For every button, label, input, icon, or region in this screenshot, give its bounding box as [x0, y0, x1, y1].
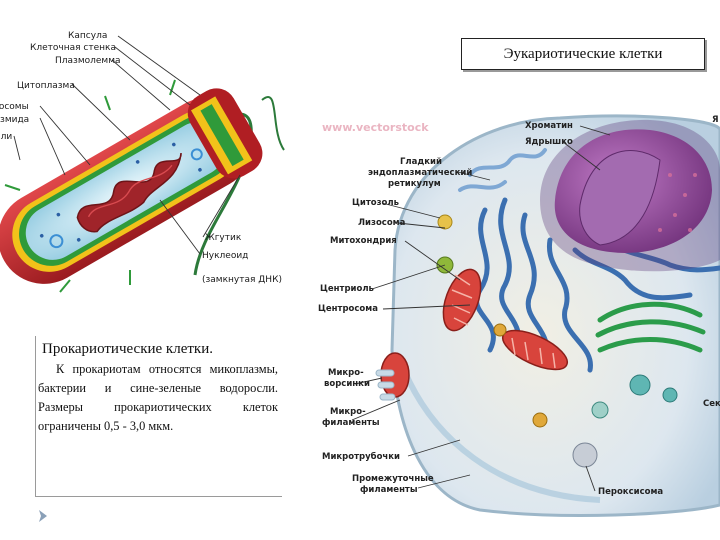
- watermark: www.vectorstock: [322, 121, 429, 134]
- prokaryote-body: К прокариотам относятся микоплазмы, бакт…: [38, 360, 278, 436]
- label-intermediate-2: филаменты: [360, 485, 418, 495]
- label-plasmid: Плазмида: [0, 115, 29, 125]
- label-smooth-er-2: эндоплазматический: [368, 168, 472, 178]
- label-centrosome: Центросома: [318, 304, 378, 314]
- label-microvilli-2: ворсинки: [324, 379, 370, 389]
- label-smooth-er-3: ретикулум: [388, 179, 441, 189]
- label-pili: Пили: [0, 132, 12, 142]
- prokaryote-diagram: Капсула Клеточная стенка Плазмолемма Цит…: [0, 31, 284, 301]
- label-chromatin: Хроматин: [525, 121, 573, 131]
- label-nucleoid-dna: (замкнутая ДНК): [202, 275, 282, 285]
- label-right-edge-1: Я: [712, 115, 719, 125]
- eukaryote-diagram: Хроматин Ядрышко Гладкий эндоплазматичес…: [318, 115, 720, 515]
- label-lysosome: Лизосома: [358, 218, 406, 228]
- label-microfilaments-2: филаменты: [322, 418, 380, 428]
- label-plasmalemma: Плазмолемма: [55, 56, 121, 66]
- prokaryote-title: Прокариотические клетки.: [42, 341, 213, 358]
- label-peroxisome: Пероксисома: [598, 487, 663, 497]
- label-mitochondrion: Митохондрия: [330, 236, 397, 246]
- label-ribosomes: Рибосомы: [0, 102, 29, 112]
- label-flagellum: Жгутик: [205, 233, 242, 243]
- label-cytosol: Цитозоль: [352, 198, 399, 208]
- label-intermediate-1: Промежуточные: [352, 474, 434, 484]
- microvilli: [376, 370, 395, 400]
- label-smooth-er-1: Гладкий: [400, 157, 442, 167]
- label-centriole: Центриоль: [320, 284, 374, 294]
- label-cytoplasm: Цитоплазма: [17, 81, 75, 91]
- bacterium-body: [0, 81, 270, 301]
- label-cell-wall: Клеточная стенка: [30, 43, 116, 53]
- label-nucleoid: Нуклеоид: [202, 251, 248, 261]
- eukaryote-title: Эукариотические клетки: [461, 38, 705, 70]
- label-microfilaments-1: Микро-: [330, 407, 366, 417]
- label-capsule: Капсула: [68, 31, 107, 41]
- label-microtubules: Микротрубочки: [322, 451, 400, 462]
- label-nucleolus: Ядрышко: [525, 137, 573, 147]
- label-right-edge-2: Сек: [703, 399, 720, 409]
- label-microvilli-1: Микро-: [328, 368, 364, 378]
- chevron-arrow-icon[interactable]: [38, 509, 48, 523]
